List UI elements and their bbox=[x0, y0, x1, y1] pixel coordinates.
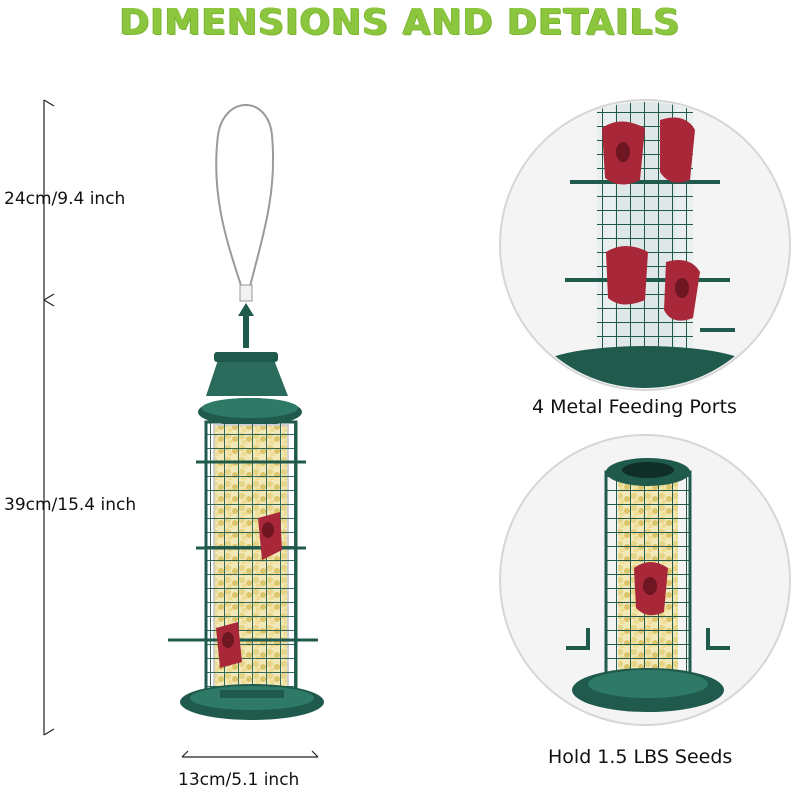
body-height-label: 39cm/15.4 inch bbox=[4, 495, 137, 515]
page-title: DIMENSIONS AND DETAILS bbox=[119, 2, 681, 43]
width-dimension-line bbox=[181, 750, 319, 758]
feeding-ports-caption: 4 Metal Feeding Ports bbox=[532, 396, 737, 418]
hanger-height-label: 24cm/9.4 inch bbox=[4, 189, 126, 209]
bird-feeder-illustration bbox=[168, 104, 324, 720]
height-dimension-line bbox=[43, 99, 55, 736]
base-width-label: 13cm/5.1 inch bbox=[178, 770, 300, 790]
feeding-ports-closeup bbox=[499, 99, 791, 391]
seed-tube-closeup bbox=[499, 434, 791, 726]
seed-capacity-caption: Hold 1.5 LBS Seeds bbox=[548, 746, 733, 768]
